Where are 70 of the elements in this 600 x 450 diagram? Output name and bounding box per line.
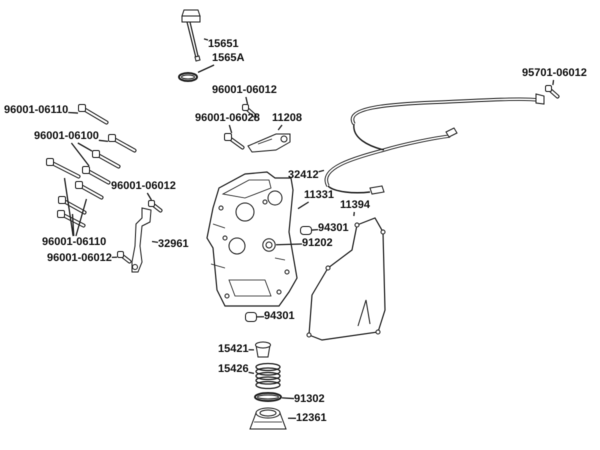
leader-line bbox=[256, 316, 264, 318]
part-number: 96001-06012 bbox=[47, 252, 112, 265]
leader-line bbox=[146, 192, 152, 200]
screw-drawing bbox=[148, 200, 162, 212]
leader-line bbox=[64, 178, 74, 236]
oil-seal-drawing bbox=[262, 238, 276, 252]
part-number: 96001-06100 bbox=[34, 130, 99, 143]
leader-line bbox=[318, 170, 324, 172]
bolt-drawing bbox=[46, 158, 80, 178]
screw-drawing bbox=[545, 85, 559, 98]
leader-line bbox=[312, 228, 318, 231]
leader-line bbox=[278, 124, 283, 130]
bolt-drawing bbox=[78, 104, 108, 124]
screw-drawing bbox=[117, 251, 131, 263]
bolt-drawing bbox=[58, 196, 86, 214]
part-number: 15651 bbox=[208, 38, 239, 51]
leader-line bbox=[78, 142, 92, 152]
leader-line bbox=[71, 226, 74, 236]
part-number: 91202 bbox=[302, 237, 333, 250]
bolt-drawing bbox=[108, 134, 136, 152]
part-number: 32961 bbox=[158, 238, 189, 251]
leader-line bbox=[276, 243, 302, 246]
strainer-drawing bbox=[254, 341, 272, 359]
leader-line bbox=[353, 212, 355, 216]
bolt-drawing bbox=[224, 133, 244, 149]
part-number: 11394 bbox=[340, 199, 370, 212]
part-number: 94301 bbox=[264, 310, 295, 323]
bracket-drawing bbox=[130, 206, 152, 274]
part-number: 95701-06012 bbox=[522, 67, 587, 80]
part-number: 96001-06110 bbox=[42, 236, 106, 249]
leader-line bbox=[282, 397, 294, 400]
leader-line bbox=[298, 201, 310, 210]
leader-line bbox=[198, 64, 214, 73]
leader-line bbox=[204, 38, 208, 41]
bolt-drawing bbox=[75, 181, 103, 199]
part-number: 96001-06012 bbox=[212, 84, 277, 97]
bolt-drawing bbox=[92, 150, 120, 168]
o-ring-drawing bbox=[178, 72, 198, 82]
part-number: 91302 bbox=[294, 393, 325, 406]
leader-line bbox=[98, 140, 108, 142]
part-number: 32412 bbox=[288, 169, 319, 182]
spring-drawing bbox=[254, 362, 282, 390]
part-number: 15426 bbox=[218, 363, 249, 376]
part-number: 96001-06012 bbox=[111, 180, 176, 193]
leader-line bbox=[70, 142, 90, 166]
leader-line bbox=[248, 349, 254, 350]
leader-line bbox=[245, 96, 248, 104]
leader-line bbox=[112, 256, 118, 258]
part-number: 15421 bbox=[218, 343, 249, 356]
part-number: 11208 bbox=[272, 112, 302, 125]
leader-line bbox=[288, 418, 296, 419]
dowel-pin-drawing bbox=[245, 312, 257, 322]
leader-line bbox=[552, 80, 554, 86]
part-number: 96001-06110 bbox=[4, 104, 68, 117]
leader-line bbox=[68, 112, 78, 114]
leader-line bbox=[75, 198, 88, 236]
leader-line bbox=[248, 372, 254, 374]
leader-line bbox=[72, 214, 74, 236]
bolt-drawing bbox=[82, 166, 110, 184]
bolt-drawing bbox=[57, 210, 85, 227]
part-number: 12361 bbox=[296, 412, 327, 425]
leader-line bbox=[152, 240, 158, 244]
dowel-pin-drawing bbox=[300, 226, 312, 235]
part-number: 1565A bbox=[212, 52, 244, 65]
leader-line bbox=[228, 124, 232, 134]
o-ring-drawing bbox=[254, 392, 282, 402]
part-number: 11331 bbox=[304, 189, 334, 202]
drain-cap-drawing bbox=[248, 405, 288, 431]
part-number: 94301 bbox=[318, 222, 349, 235]
part-number: 96001-06028 bbox=[195, 112, 260, 125]
